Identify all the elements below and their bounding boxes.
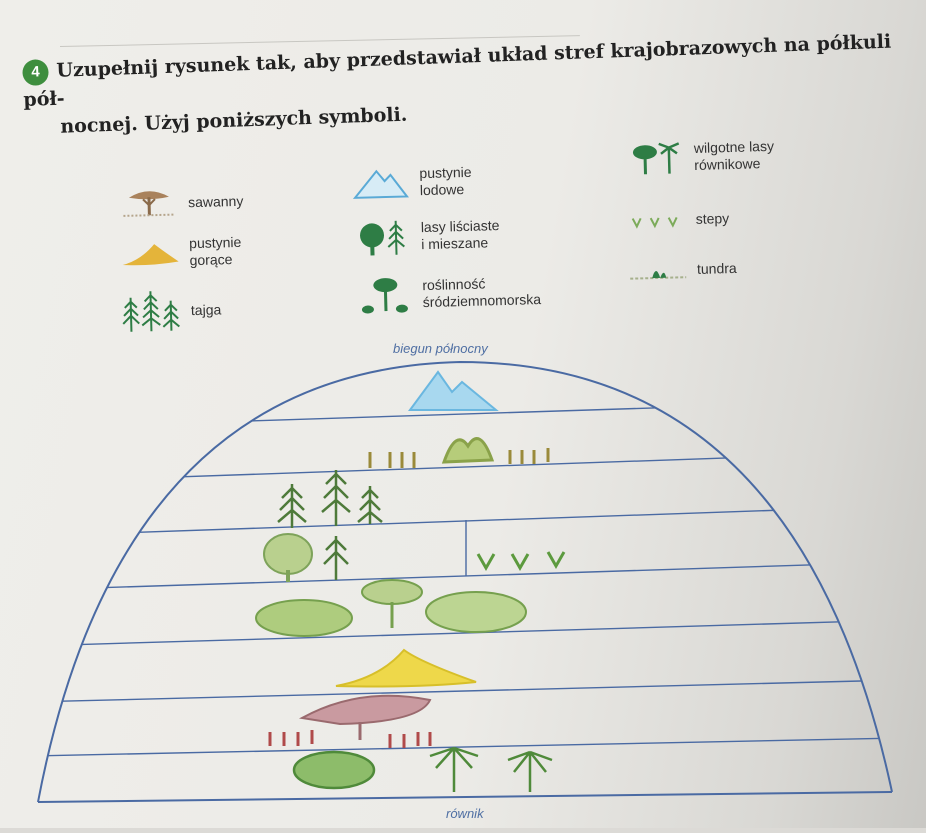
hemisphere-outline <box>37 360 893 803</box>
zone-line <box>38 505 892 537</box>
legend-item-roslinnosc-srodziemnomorska: roślinność śródziemnomorska <box>352 269 541 318</box>
zone-line <box>38 737 892 757</box>
sand-dune-icon <box>119 230 182 276</box>
drawn-steppe <box>476 551 566 572</box>
legend-item-pustynie-lodowe: pustynie lodowe <box>349 159 472 206</box>
legend-item-stepy: stepy <box>625 196 730 243</box>
symbol-legend: sawanny pustynie gorące tajga <box>0 0 926 343</box>
drawn-hot-desert <box>335 648 477 688</box>
drawn-ice-mountain <box>408 370 499 411</box>
drawn-tundra <box>368 437 550 468</box>
legend-item-sawanny: sawanny <box>118 179 244 226</box>
zone-line <box>38 561 892 591</box>
drawn-deciduous-forest <box>255 579 527 637</box>
legend-item-lasy-lisciaste: lasy liściaste i mieszane <box>350 212 500 260</box>
drawn-taiga <box>277 470 383 580</box>
savanna-tree-icon <box>118 180 181 226</box>
tundra-shrub-icon <box>626 247 689 293</box>
legend-item-tundra: tundra <box>626 246 737 293</box>
drawn-savanna <box>268 694 432 748</box>
palm-trees-icon <box>624 135 687 181</box>
ice-mountain-icon <box>349 160 412 206</box>
drawn-rainforest <box>292 746 553 792</box>
zone-line <box>38 619 892 647</box>
equator-line <box>37 791 893 803</box>
legend-item-pustynie-gorace: pustynie gorące <box>119 229 242 276</box>
mixed-forest-icon <box>350 214 413 260</box>
legend-item-tajga: tajga <box>120 287 221 334</box>
equator-label: równik <box>446 806 484 821</box>
grass-tufts-icon <box>625 197 688 243</box>
mediterranean-tree-icon <box>352 272 415 318</box>
legend-item-wilgotne-lasy: wilgotne lasy równikowe <box>624 133 775 181</box>
drawn-mixed-forest <box>263 533 313 582</box>
north-pole-label: biegun północny <box>393 341 488 356</box>
zone-line <box>38 679 892 703</box>
conifer-trees-icon <box>120 288 183 334</box>
